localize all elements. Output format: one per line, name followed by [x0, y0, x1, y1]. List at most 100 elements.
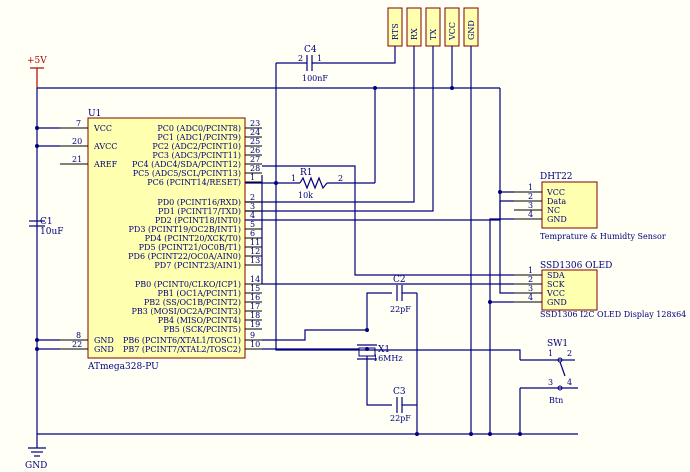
c4-designator: C4: [304, 45, 317, 55]
tx-wire: [245, 46, 434, 212]
c2-capacitor: C2 22pF: [390, 275, 417, 314]
sw1-pin-4: 4: [567, 378, 572, 387]
pin-name: GND: [94, 345, 114, 354]
pin-name: PB2 (SS/OC1B/PCINT2): [144, 298, 241, 307]
pin-name: PC5 (ADC5/SCL/PCINT13): [133, 169, 241, 178]
dht-gnd-wire: [489, 218, 514, 434]
u1-designator: U1: [88, 109, 101, 119]
pin-number: 14: [250, 275, 260, 284]
pin-number: 22: [72, 340, 82, 349]
pin-name: PB6 (PCINT6/XTAL1/TOSC1): [123, 336, 241, 345]
pin-number: 12: [250, 247, 260, 256]
pin-number: 21: [72, 155, 82, 164]
xtal2-wire: [262, 348, 392, 406]
c2-designator: C2: [393, 275, 406, 285]
pin-number: 4: [250, 211, 255, 220]
sw1-button: SW1 1 2 3 4 Btn: [520, 339, 578, 405]
pin-number: 17: [250, 302, 260, 311]
pin-name: PB0 (PCINT0/CLKO/ICP1): [135, 280, 241, 289]
pin-number: 25: [250, 137, 260, 146]
u1-left-pin-gnd-8: 8 GND: [60, 331, 114, 345]
c3-capacitor: C3 22pF: [390, 387, 417, 423]
u1-left-pin-avcc: 20 AVCC: [60, 137, 117, 151]
pin-number: 16: [250, 293, 260, 302]
dht-vcc-wire: [499, 88, 514, 193]
oled-sck-wire: [261, 175, 514, 285]
pin-name: PD6 (PCINT22/OC0A/AIN0): [128, 252, 241, 261]
pin-name: PD3 (PCINT19/OC2B/INT1): [129, 225, 241, 234]
pin-name: PB4 (MISO/PCINT4): [158, 316, 241, 325]
c1-value: 10uF: [40, 227, 64, 237]
r1-designator: R1: [300, 168, 313, 178]
oled-designator: SSD1306 OLED: [540, 261, 612, 271]
pin-number: 9: [250, 331, 255, 340]
pin-name: PD5 (PCINT21/OC0B/T1): [139, 243, 241, 252]
sw1-caption: Btn: [549, 396, 563, 405]
sw1-pin-2: 2: [567, 349, 572, 358]
c3-value: 22pF: [390, 414, 411, 423]
pin-number: 27: [250, 155, 260, 164]
sw-reset-wire: [275, 183, 521, 360]
pin-number: 10: [250, 340, 260, 349]
pin-number: 6: [250, 229, 255, 238]
r1-value: 10k: [298, 191, 313, 200]
pin-name: AREF: [93, 160, 118, 169]
c2-value: 22pF: [390, 305, 411, 314]
pin-number: 23: [250, 119, 260, 128]
pin-name: PC0 (ADC0/PCINT8): [157, 124, 241, 133]
pin-name: PC1 (ADC1/PCINT9): [157, 133, 241, 142]
pin-name: PB7 (PCINT7/XTAL2/TOSC2): [123, 345, 241, 354]
pin-number: 2: [528, 275, 533, 284]
pin-name: NC: [547, 206, 560, 215]
pin-name: PB1 (OC1A/PCINT1): [158, 289, 241, 298]
oled-caption: SSD1306 I2C OLED Display 128x64: [540, 310, 686, 319]
sw1-designator: SW1: [547, 339, 568, 349]
pin-name: PC6 (PCINT14/RESET): [147, 178, 241, 187]
r1-resistor: R1 1 2 10k: [276, 98, 376, 200]
pin-name: PD0 (PCINT16/RXD): [157, 198, 241, 207]
header-pin-rts: RTS: [391, 23, 400, 40]
pin-number: 13: [250, 256, 260, 265]
pin-number: 3: [528, 284, 533, 293]
u1-left-pin-aref: 21 AREF: [60, 155, 118, 169]
oled-vcc-wire: [499, 192, 514, 294]
pin-number: 7: [76, 119, 81, 128]
gnd-power-symbol: GND: [25, 434, 47, 471]
pin-name: SDA: [547, 271, 565, 280]
pin-number: 26: [250, 146, 260, 155]
pin-name: GND: [94, 336, 114, 345]
pin-number: 3: [528, 201, 533, 210]
header-connector: RTS RX TX VCC GND: [387, 7, 479, 47]
header-pin-tx: TX: [429, 29, 438, 40]
pin-name: VCC: [546, 188, 565, 197]
c4-pin-b: 1: [317, 54, 322, 63]
x1-crystal: X1 16MHz: [357, 344, 403, 363]
dht22-designator: DHT22: [540, 172, 573, 182]
pin-name: PD4 (PCINT20/XCK/T0): [145, 234, 241, 243]
header-pin-gnd: GND: [467, 20, 476, 40]
junctions: [35, 86, 522, 436]
